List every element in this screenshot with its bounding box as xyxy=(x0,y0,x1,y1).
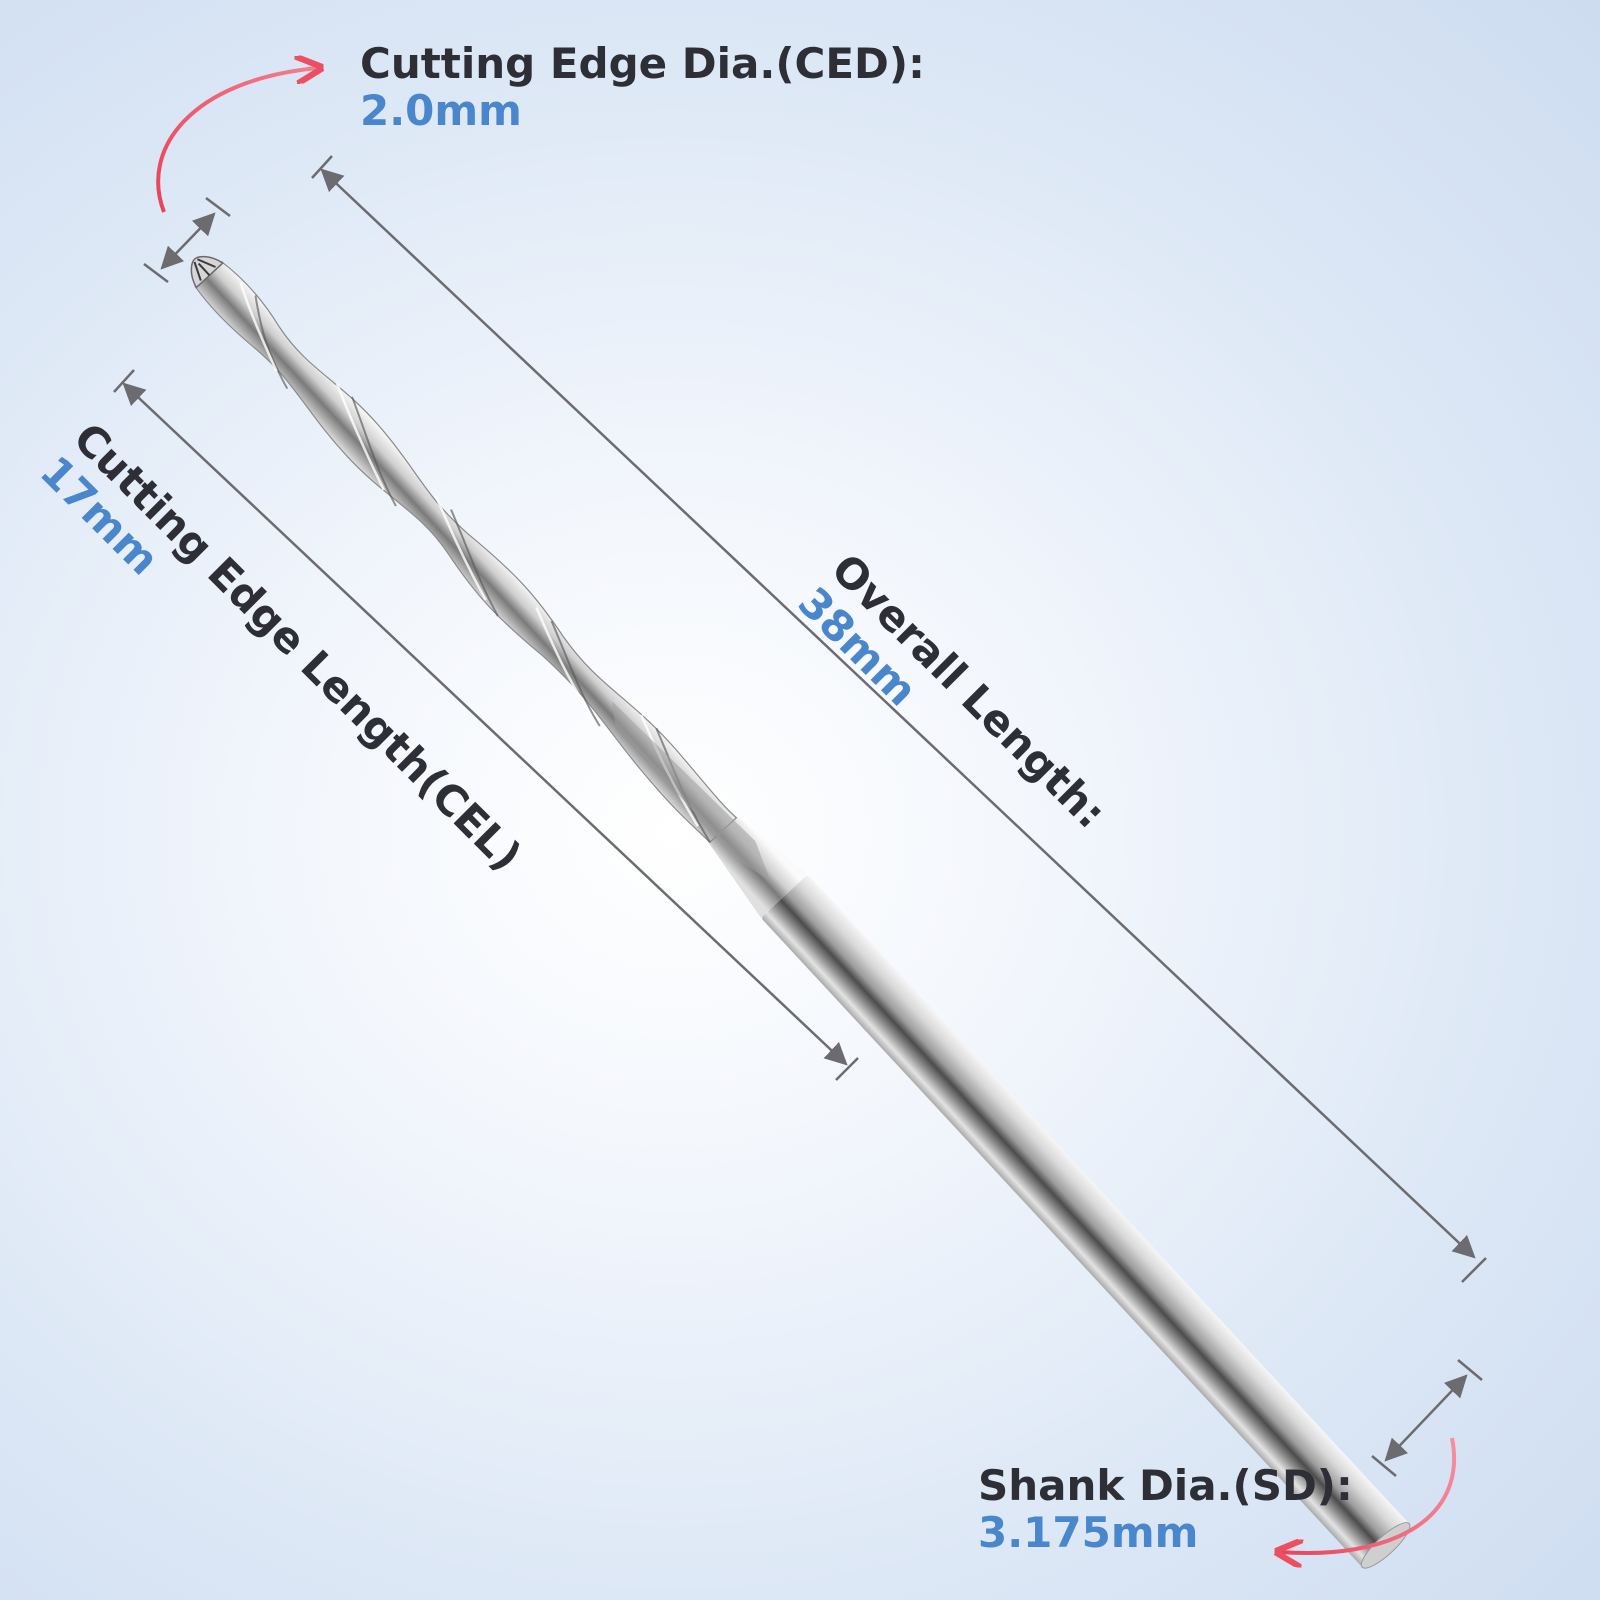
ced-value: 2.0mm xyxy=(360,86,522,136)
cutting-edge-dia-dimension xyxy=(143,197,231,283)
cutting-edge-length-dimension xyxy=(113,369,859,1081)
end-mill-tool xyxy=(190,255,1411,1569)
sd-label: Shank Dia.(SD): xyxy=(978,1461,1353,1510)
curved-arrow-icon xyxy=(1280,1437,1456,1553)
sd-value: 3.175mm xyxy=(978,1508,1199,1558)
tool-shank-end xyxy=(1360,1522,1411,1569)
sd-label-group: Shank Dia.(SD): 3.175mm xyxy=(978,1462,1353,1556)
ced-label: Cutting Edge Dia.(CED): xyxy=(360,39,925,88)
curved-arrow-icon xyxy=(156,68,318,213)
overall-length-dimension xyxy=(311,155,1487,1283)
shank-dia-dimension xyxy=(1371,1359,1483,1477)
ced-label-group: Cutting Edge Dia.(CED): 2.0mm xyxy=(360,40,925,134)
